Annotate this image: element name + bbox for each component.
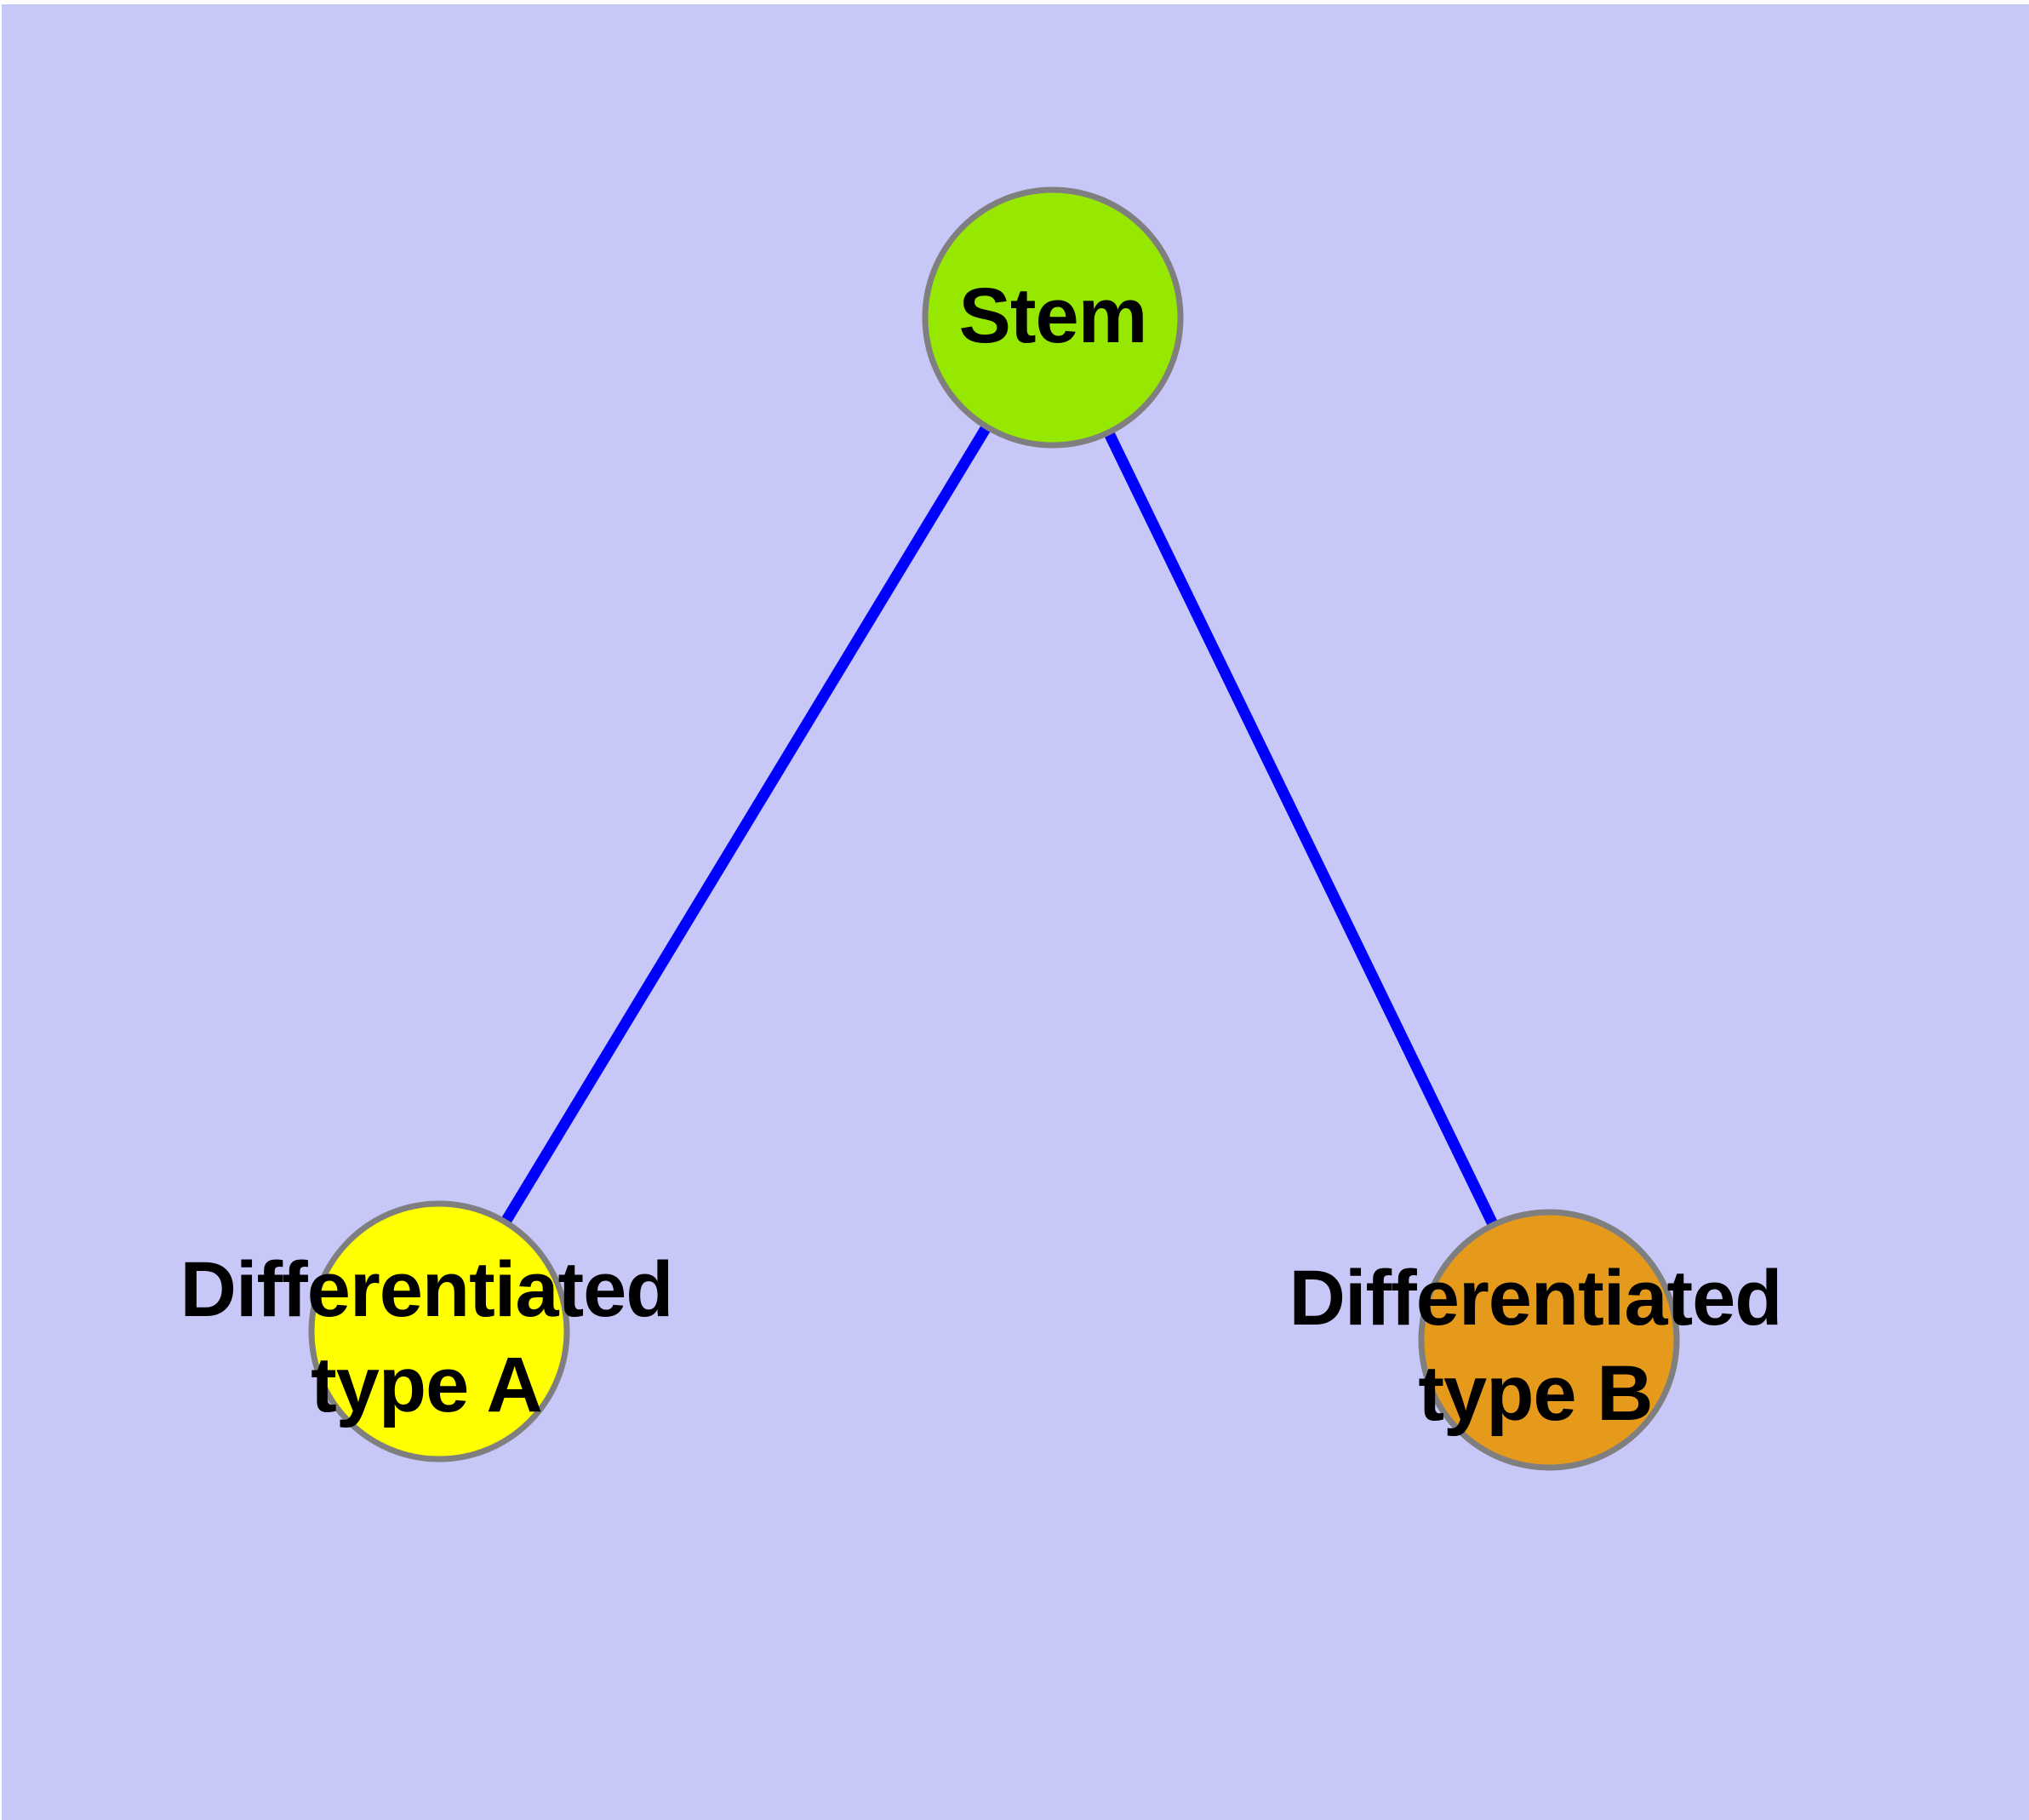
edge-stem-to-type-a [434, 314, 1058, 1335]
diagram-svg [2, 4, 2029, 1820]
stem-node-label: Stem [958, 268, 1148, 363]
differentiated-type-a-label-line-1: Differentiated [180, 1246, 674, 1333]
edge-stem-to-type-b [1048, 315, 1554, 1342]
differentiated-type-b-node-circle [1418, 1209, 1680, 1471]
stem-node-circle [922, 186, 1184, 449]
differentiated-type-a-node-label: Differentiated type A [180, 1242, 674, 1433]
stem-node-label-text: Stem [958, 272, 1148, 359]
differentiated-type-a-node-circle [308, 1200, 570, 1462]
differentiated-type-b-label-line-2: type B [1418, 1350, 1653, 1437]
graph-canvas: Stem Differentiated type A Differentiate… [2, 4, 2029, 1820]
differentiated-type-a-label-line-2: type A [311, 1342, 543, 1428]
differentiated-type-b-label-line-1: Differentiated [1289, 1255, 1783, 1342]
differentiated-type-b-node-label: Differentiated type B [1289, 1251, 1783, 1441]
